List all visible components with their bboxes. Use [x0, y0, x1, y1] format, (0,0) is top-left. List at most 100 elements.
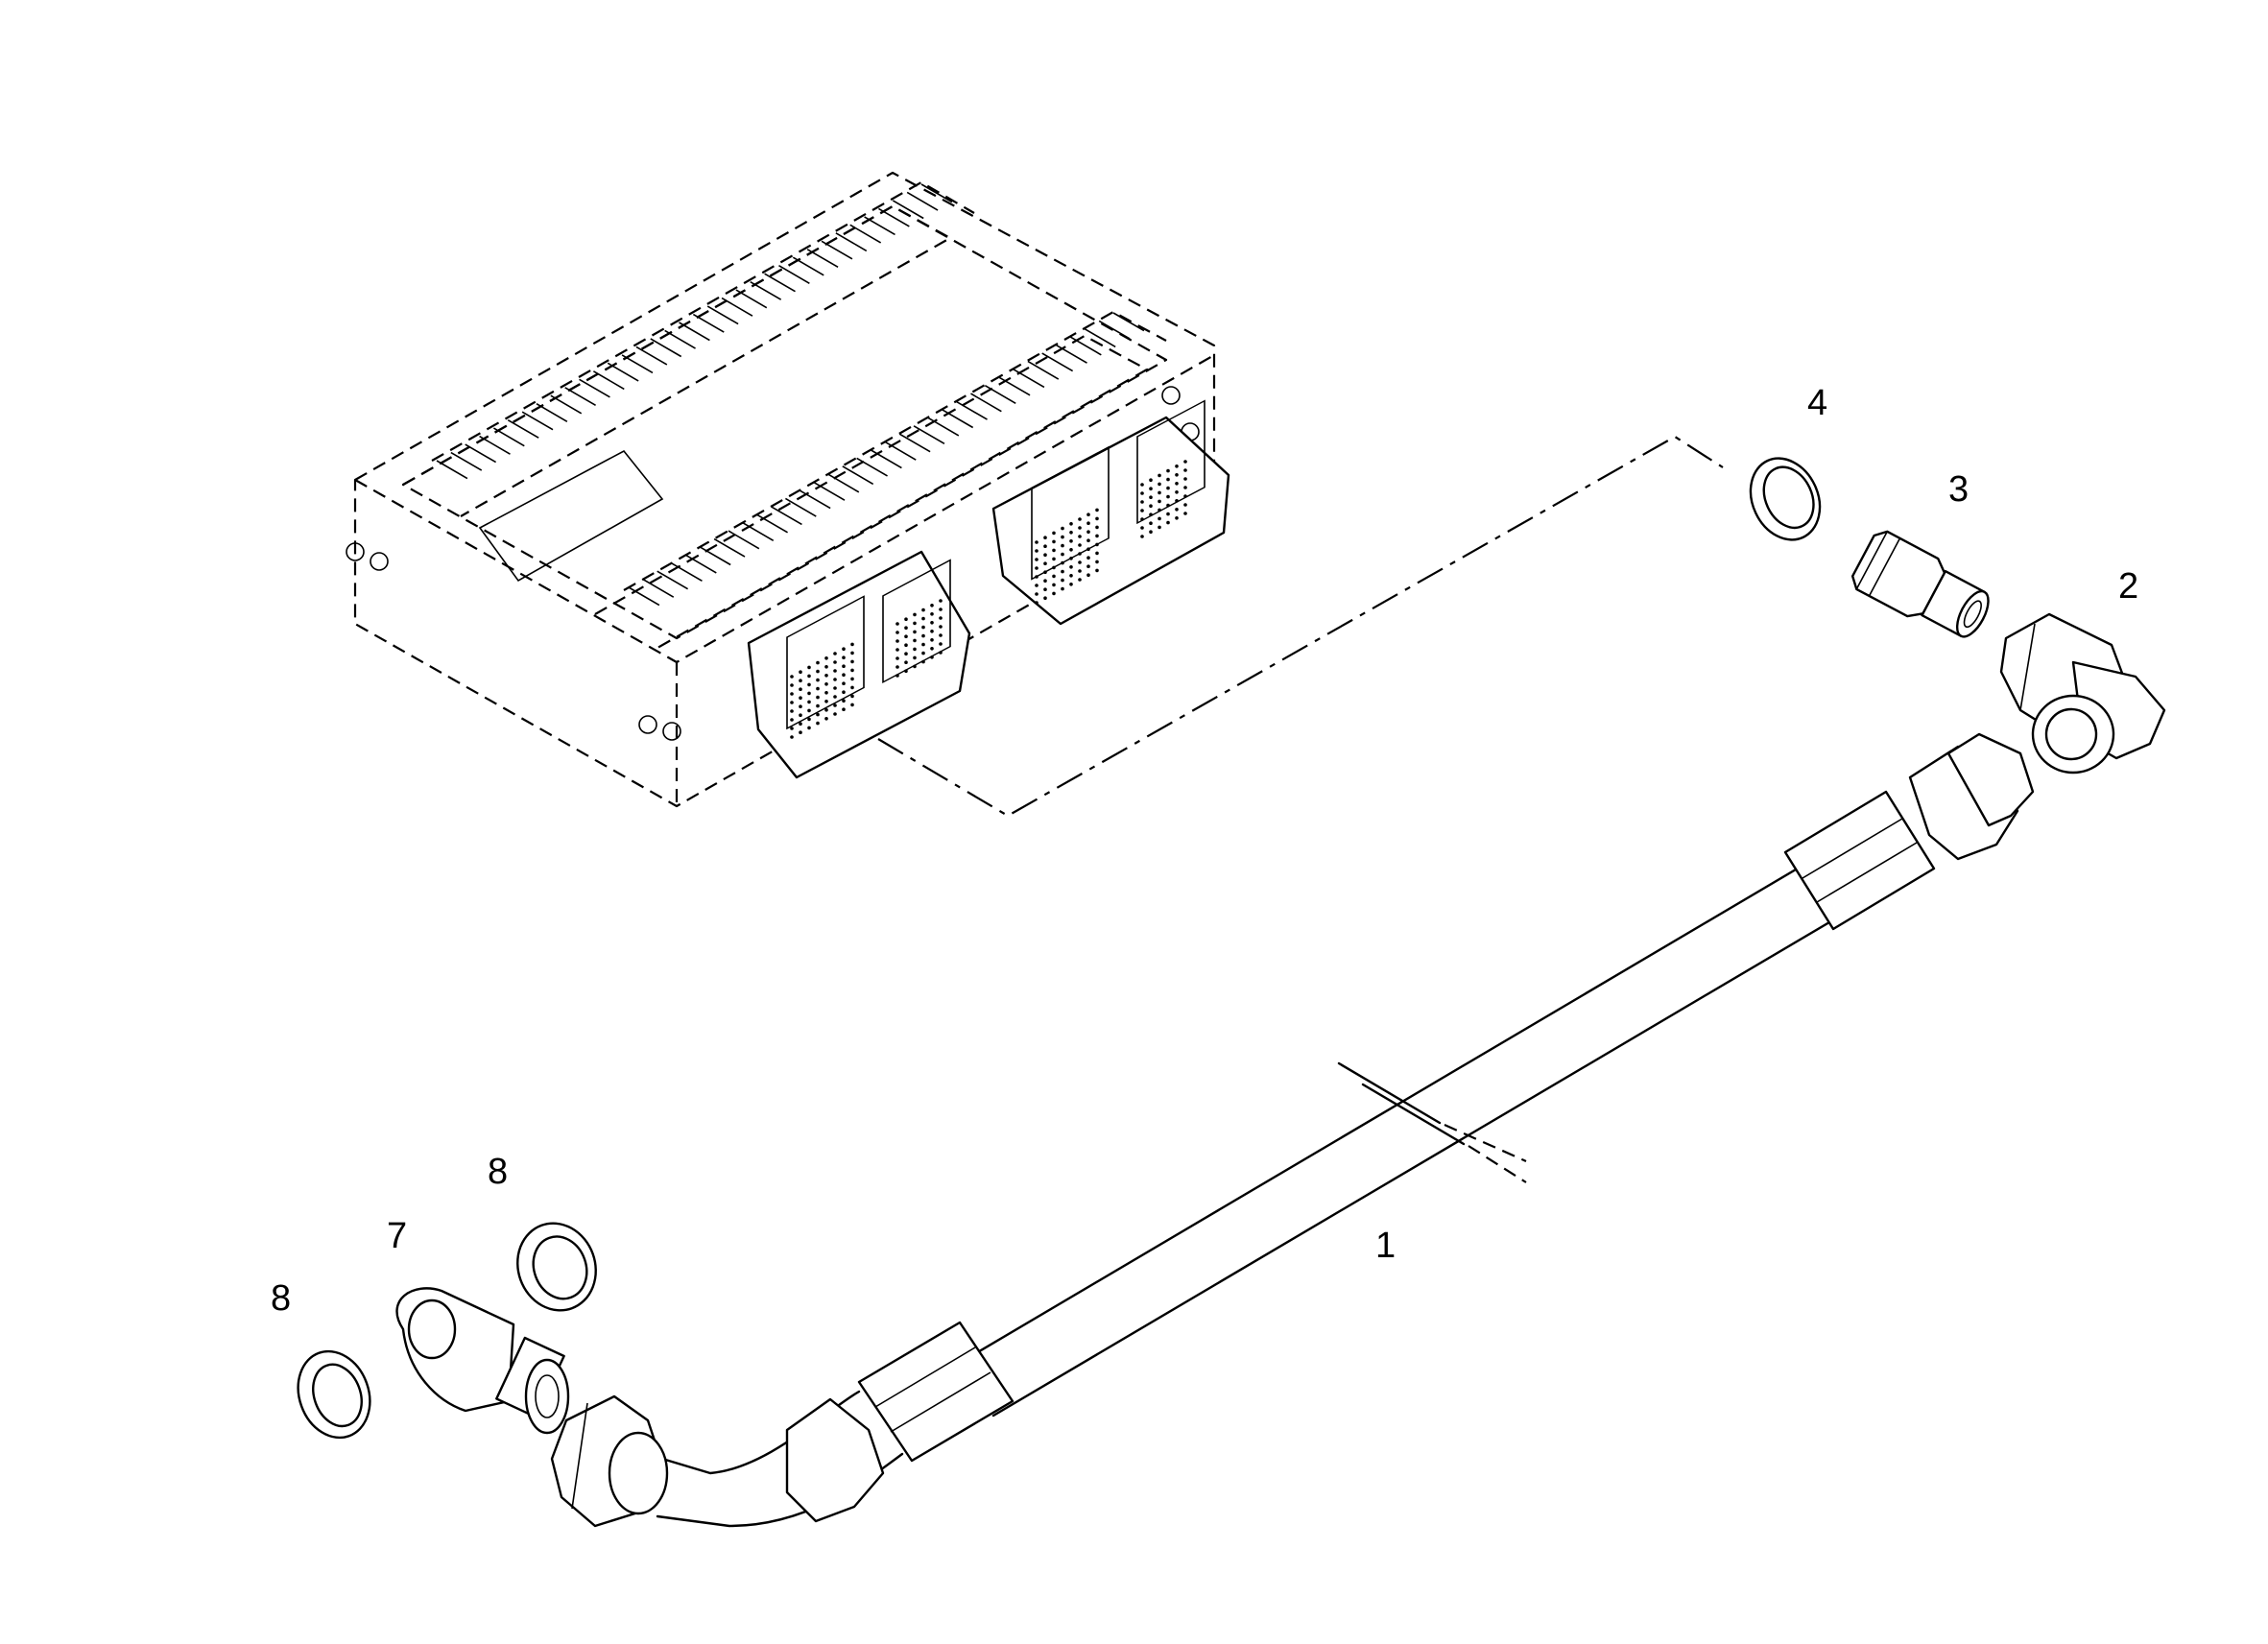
fin-tooth	[920, 183, 953, 203]
fin-tooth	[906, 191, 939, 211]
connector-pin	[1149, 512, 1153, 516]
connector-pin	[1175, 473, 1179, 477]
connector-pin	[1158, 482, 1161, 487]
fin-tooth	[1112, 312, 1145, 332]
connector-pin	[1158, 525, 1161, 530]
connector-pin	[850, 703, 854, 707]
connector-pin	[904, 634, 908, 638]
banjo-item-7	[395, 1287, 570, 1435]
connector-pin	[824, 682, 828, 686]
cooling-fins-back	[402, 180, 975, 517]
connector-pin	[1183, 486, 1187, 489]
connector-pin	[833, 669, 837, 673]
fin-tooth	[657, 570, 689, 590]
connector-pin	[1069, 522, 1073, 526]
fin-tooth	[849, 224, 882, 244]
connector-pin	[1043, 587, 1047, 591]
connector-pin	[799, 679, 802, 682]
connector-pin	[1149, 495, 1153, 499]
connector-pin	[1166, 503, 1170, 508]
connector-pin	[1166, 512, 1170, 516]
connector-pin	[1052, 557, 1056, 561]
connector-pin	[904, 617, 908, 621]
connector-pin	[842, 699, 846, 703]
connector-pin	[799, 730, 802, 734]
fin-tooth	[1056, 344, 1087, 364]
connector-pin	[939, 599, 943, 603]
connector-pin	[1086, 512, 1090, 516]
connector-pin	[807, 708, 811, 713]
connector-pin	[833, 695, 837, 699]
fin-tooth	[1013, 369, 1045, 389]
connector-pin	[833, 703, 837, 707]
fin-tooth	[699, 546, 731, 566]
connector-right	[991, 399, 1230, 626]
connector-pin	[1175, 465, 1179, 468]
washer-item-8-upper	[516, 1222, 597, 1312]
connector-pin	[790, 675, 794, 679]
connector-pin	[850, 685, 854, 690]
fin-tooth	[650, 338, 682, 358]
connector-pin	[1035, 540, 1039, 544]
connector-pin	[790, 692, 794, 696]
connector-pin	[1069, 583, 1073, 586]
connector-pin	[1069, 574, 1073, 578]
fin-tooth	[799, 489, 831, 510]
connector-pin	[1052, 539, 1056, 544]
connector-pin	[790, 718, 794, 722]
callout-3: 3	[1948, 469, 1969, 510]
connector-pin	[895, 665, 899, 669]
connector-pin	[1078, 535, 1082, 538]
connector-pin	[913, 612, 917, 617]
fin-tooth	[742, 522, 775, 541]
connector-pin	[824, 656, 828, 660]
connector-pin	[1078, 517, 1082, 521]
fin-tooth	[1070, 336, 1102, 356]
connector-pin	[1078, 560, 1082, 564]
connector-pin	[1166, 468, 1170, 473]
connector-pin	[1078, 543, 1082, 547]
connector-pin	[816, 669, 820, 674]
connector-pin	[1043, 561, 1047, 565]
fin-tooth	[721, 297, 753, 317]
connector-pin	[895, 631, 899, 634]
fin-teeth	[436, 183, 1145, 607]
connector-pin	[816, 703, 820, 708]
fin-tooth	[813, 481, 846, 501]
connector-pin	[1043, 570, 1047, 574]
fin-tooth	[692, 313, 725, 333]
connector-pin	[1086, 573, 1090, 577]
connector-pin	[1086, 538, 1090, 542]
fin-tooth	[642, 578, 675, 598]
connector-pin	[895, 622, 899, 626]
connector-pin	[842, 681, 846, 685]
callout-2: 2	[2118, 566, 2138, 607]
connector-pin	[1095, 560, 1099, 564]
connector-pin	[913, 630, 917, 634]
connector-pin	[1061, 569, 1064, 574]
fin-tooth	[579, 378, 610, 398]
connector-pin	[1095, 516, 1099, 521]
connector-pin	[921, 625, 925, 630]
connector-pin	[833, 712, 837, 716]
center-line	[877, 435, 1724, 818]
connector-pin	[1166, 477, 1170, 482]
fin-tooth	[465, 443, 497, 464]
connector-pin	[939, 625, 943, 629]
fin-tooth	[806, 249, 839, 269]
connector-pin	[1043, 579, 1047, 583]
connector-pin	[1183, 460, 1187, 464]
connector-pin	[790, 727, 794, 730]
connector-pin	[1183, 494, 1187, 498]
connector-pin	[1158, 516, 1161, 521]
connector-pin	[816, 660, 820, 665]
connector-pin	[1069, 531, 1073, 535]
connector-pin	[842, 673, 846, 677]
connector-pin	[790, 735, 794, 739]
connector-pin	[1086, 521, 1090, 525]
fin-tooth	[998, 376, 1031, 396]
callout-4: 4	[1807, 383, 1827, 423]
connector-pin	[921, 659, 925, 664]
connector-pin	[824, 691, 828, 695]
connector-pin	[1052, 531, 1056, 536]
